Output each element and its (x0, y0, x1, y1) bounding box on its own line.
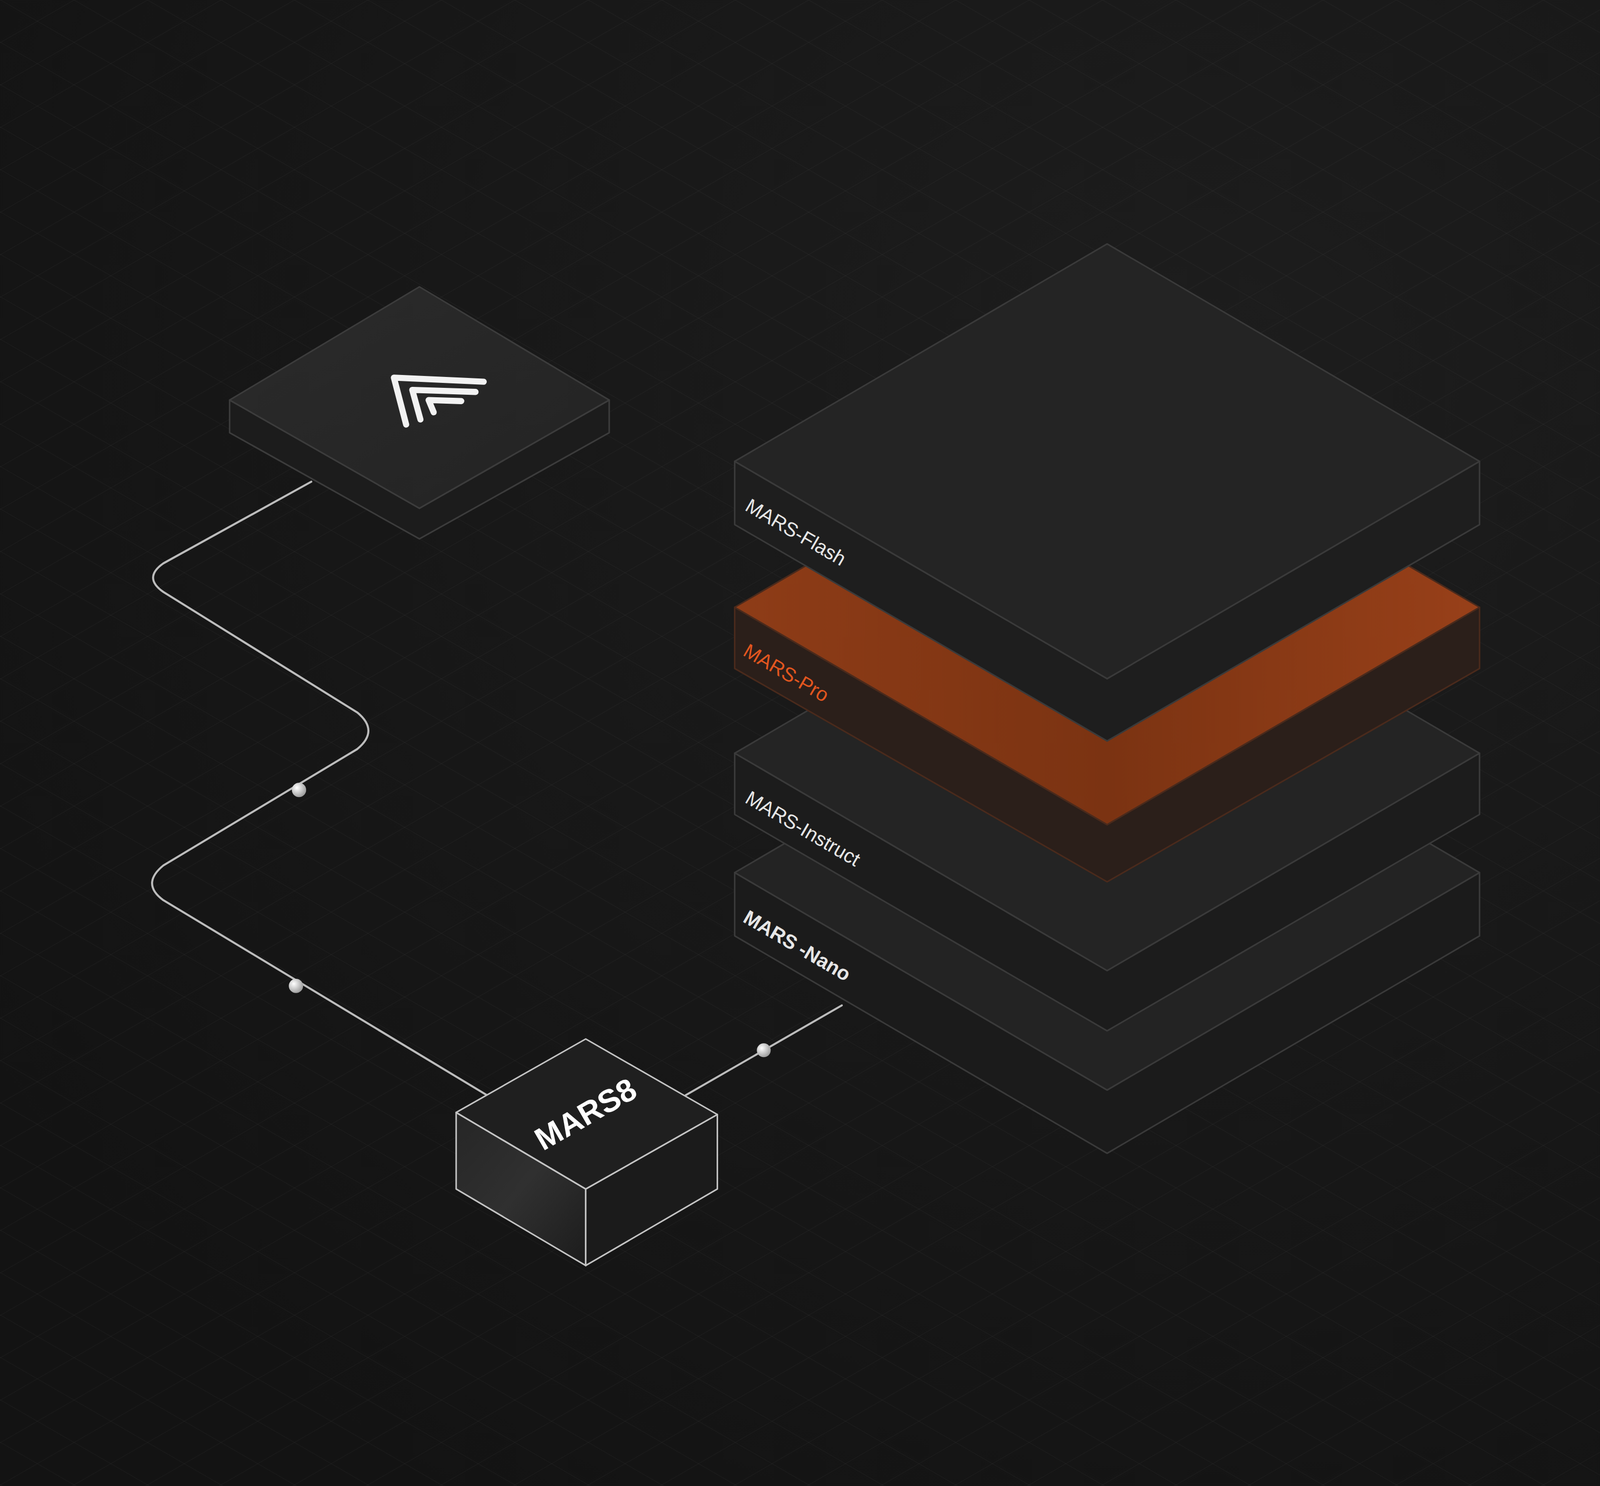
wire-dot (291, 782, 307, 797)
cube (456, 1038, 718, 1266)
connector-line (685, 1005, 842, 1095)
connector (685, 1005, 842, 1095)
slab-label: MARS -Nano (739, 905, 855, 986)
slab-label: MARS-Flash (741, 493, 850, 570)
cube-label: MARS8 (528, 1070, 643, 1158)
label-text: MARS8 (528, 1070, 643, 1158)
wire-dot (288, 978, 304, 993)
connector-dot (756, 1042, 771, 1057)
slab-label: MARS-Instruct (741, 785, 865, 871)
logo-tile (229, 286, 610, 539)
logo-icon (393, 377, 484, 425)
wire (152, 481, 487, 1095)
label-text: MARS-Instruct (741, 785, 865, 871)
slab (734, 243, 1480, 741)
label-text: MARS-Flash (741, 493, 850, 570)
label-text: MARS-Pro (739, 638, 833, 707)
label-text: MARS -Nano (739, 905, 855, 986)
slab-label: MARS-Pro (739, 638, 833, 707)
